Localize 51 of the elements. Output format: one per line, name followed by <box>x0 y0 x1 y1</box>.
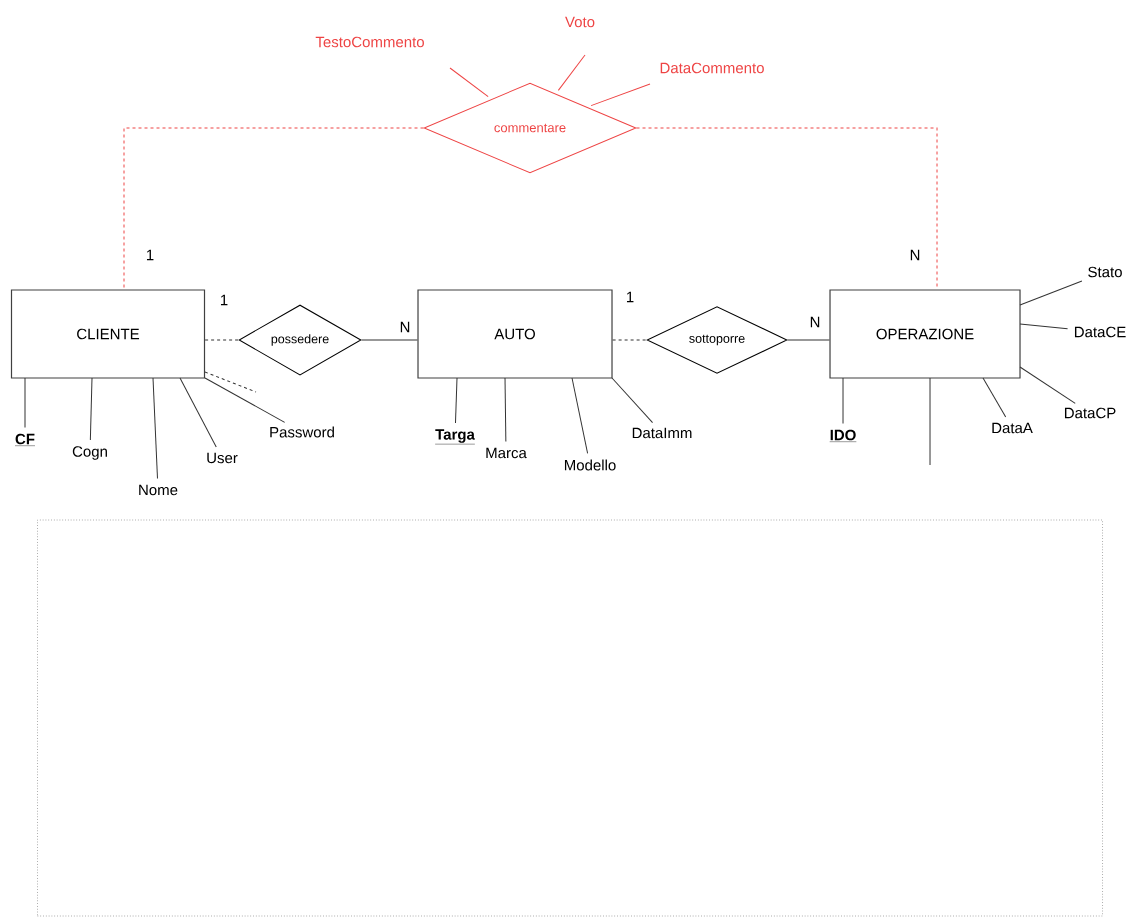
attribute-label: DataCP <box>1065 407 1116 419</box>
attribute-label: Modello <box>564 459 616 471</box>
connector-line <box>611 377 654 424</box>
cardinality-label: N <box>910 249 920 261</box>
attribute-label: DataCE <box>1075 326 1126 338</box>
connector-line <box>504 377 507 443</box>
connector-line <box>89 377 93 441</box>
entity-box: CLIENTE <box>10 289 206 379</box>
connector-line <box>982 377 1007 418</box>
attribute-label: DataA <box>992 422 1033 434</box>
attribute-label: Voto <box>565 16 595 28</box>
connector-line <box>449 67 489 98</box>
connector-line <box>1019 280 1083 306</box>
attribute-label: Nome <box>139 484 178 496</box>
attribute-label: Stato <box>1088 266 1122 278</box>
cardinality-label: 1 <box>627 291 634 303</box>
dotted-frame <box>37 519 1103 917</box>
key-attribute-label: Targa <box>434 429 476 445</box>
cardinality-label: N <box>810 316 820 328</box>
connector-line <box>571 377 589 454</box>
connector-line <box>1019 323 1069 330</box>
connector-line <box>557 54 586 91</box>
connector-line <box>204 377 286 423</box>
connector-line <box>152 377 158 480</box>
connector-line <box>361 339 418 341</box>
connector-line <box>787 339 830 341</box>
connector-line <box>179 377 217 448</box>
attribute-label: Password <box>270 426 334 438</box>
attribute-label: TestoCommento <box>315 36 424 48</box>
cardinality-label: 1 <box>221 294 228 306</box>
entity-box: OPERAZIONE <box>829 289 1021 379</box>
attribute-label: Marca <box>486 447 527 459</box>
cardinality-label: 1 <box>147 249 154 261</box>
entity-box: AUTO <box>417 289 613 379</box>
connector-line <box>204 339 239 341</box>
key-attribute-label: IDO <box>829 429 857 442</box>
cardinality-label: N <box>400 321 410 333</box>
connector-line <box>842 377 844 424</box>
connector-line <box>1019 366 1076 404</box>
attribute-label: Cogn <box>72 446 107 460</box>
attribute-label: User <box>207 452 238 464</box>
connector-line <box>636 127 938 290</box>
connector-line <box>590 83 651 107</box>
attribute-label: DataCommento <box>660 62 764 74</box>
connector-line <box>612 339 647 341</box>
free-attribute-line <box>204 371 257 393</box>
connector-line <box>24 377 26 428</box>
key-attribute-label: CF <box>14 433 36 446</box>
connector-line <box>455 377 458 424</box>
attribute-label: DataImm <box>632 427 692 439</box>
free-attribute-line <box>929 377 931 466</box>
